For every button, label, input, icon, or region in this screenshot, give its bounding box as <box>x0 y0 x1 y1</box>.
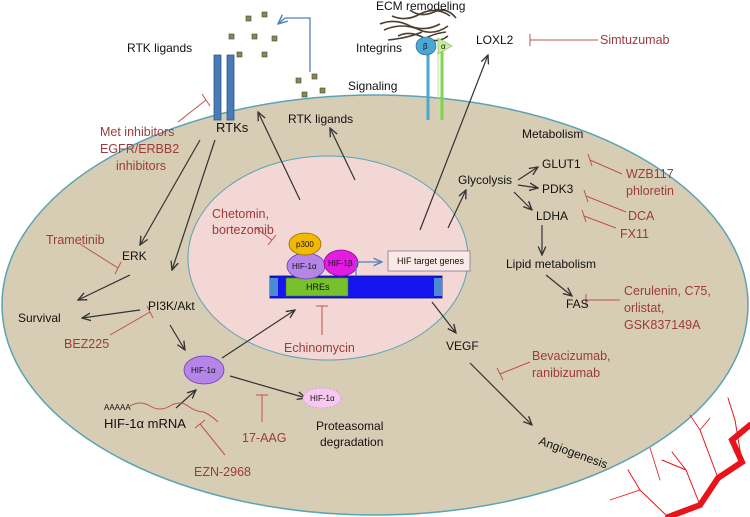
label-ldha: LDHA <box>536 209 568 223</box>
drug-ranibizumab: ranibizumab <box>532 366 600 380</box>
drug-fx11: FX11 <box>620 227 649 241</box>
label-integrin-alpha: α <box>441 42 446 51</box>
drug-labels: Simtuzumab Met inhibitors EGFR/ERBB2 inh… <box>46 33 711 479</box>
label-survival: Survival <box>18 311 61 325</box>
drug-chetomin: Chetomin, <box>212 207 269 221</box>
drug-simtuzumab: Simtuzumab <box>600 33 670 47</box>
label-loxl2: LOXL2 <box>476 33 514 47</box>
drug-bortezomib: bortezomib <box>212 223 274 237</box>
drug-bez225: BEZ225 <box>64 337 109 351</box>
blood-vessel <box>609 397 750 517</box>
rtk-ligand-particles-inner <box>295 73 326 98</box>
ligand-secretion-arrow <box>278 18 311 72</box>
label-rtk-ligands-inner: RTK ligands <box>288 112 353 126</box>
label-metabolism: Metabolism <box>522 127 583 141</box>
hif1a-cytoplasm-node <box>183 355 225 385</box>
hres-box <box>285 277 349 297</box>
label-lipid-metabolism: Lipid metabolism <box>506 257 596 271</box>
ecm-fibers <box>379 9 457 43</box>
drug-dca: DCA <box>628 209 655 223</box>
drug-17aag: 17-AAG <box>242 431 286 445</box>
drug-phloretin: phloretin <box>626 184 674 198</box>
label-hif1a-degraded: HIF-1α <box>310 394 335 403</box>
drug-ezn2968: EZN-2968 <box>194 465 251 479</box>
dna-complex <box>269 232 471 299</box>
drug-echinomycin: Echinomycin <box>284 341 355 355</box>
drug-fas-line1: Cerulenin, C75, <box>624 284 711 298</box>
rtk-receptor-right <box>226 54 235 121</box>
label-hif1a-cytoplasm: HIF-1α <box>191 366 216 375</box>
drug-wzb117: WZB117 <box>626 167 674 181</box>
label-rtk-ligands-top: RTK ligands <box>127 41 192 55</box>
drug-fas-line3: GSK837149A <box>624 318 701 332</box>
pathway-arrows <box>78 55 572 425</box>
label-integrins: Integrins <box>356 41 402 55</box>
label-degradation: degradation <box>320 435 383 449</box>
label-rtks: RTKs <box>216 120 249 135</box>
rtk-receptor-left <box>213 54 222 121</box>
inhibition-lines <box>79 34 627 456</box>
label-glut1: GLUT1 <box>542 157 581 171</box>
drug-egfr-line2: inhibitors <box>116 159 166 173</box>
label-proteasomal: Proteasomal <box>316 419 383 433</box>
p300-node <box>288 232 322 256</box>
label-hif1b: HIF-1β <box>328 259 353 268</box>
label-signaling: Signaling <box>348 79 397 93</box>
rtk-ligand-particles-top <box>228 11 278 58</box>
label-hif1a-mrna: HIF-1α mRNA <box>104 416 186 431</box>
mrna-strand <box>129 402 219 423</box>
drug-bevacizumab: Bevacizumab, <box>532 349 611 363</box>
hif-target-genes-box <box>387 250 471 272</box>
label-pi3k-akt: PI3K/Akt <box>148 299 195 313</box>
label-erk: ERK <box>122 249 147 263</box>
label-ecm-remodeling: ECM remodeling <box>376 0 465 13</box>
drug-fas-line2: orlistat, <box>624 301 664 315</box>
hif1a-degraded-node <box>302 387 342 409</box>
label-hif1a-nuclear: HIF-1α <box>292 262 317 271</box>
label-vegf: VEGF <box>446 339 479 353</box>
integrin-receptor <box>415 36 453 120</box>
label-glycolysis: Glycolysis <box>458 173 512 187</box>
label-pdk3: PDK3 <box>542 182 574 196</box>
hif1b-node <box>323 249 359 277</box>
label-p300: p300 <box>296 240 314 249</box>
label-integrin-beta: β <box>423 42 428 51</box>
drug-egfr-line1: EGFR/ERBB2 <box>100 142 179 156</box>
label-hif-target-genes: HIF target genes <box>397 256 465 266</box>
drug-met-inhibitors: Met inhibitors <box>100 125 174 139</box>
label-fas: FAS <box>566 297 589 311</box>
label-poly-a: AAAAA <box>104 403 131 412</box>
label-hres: HREs <box>306 282 330 292</box>
hif-target-arrow <box>355 262 382 276</box>
drug-trametinib: Trametinib <box>46 233 105 247</box>
